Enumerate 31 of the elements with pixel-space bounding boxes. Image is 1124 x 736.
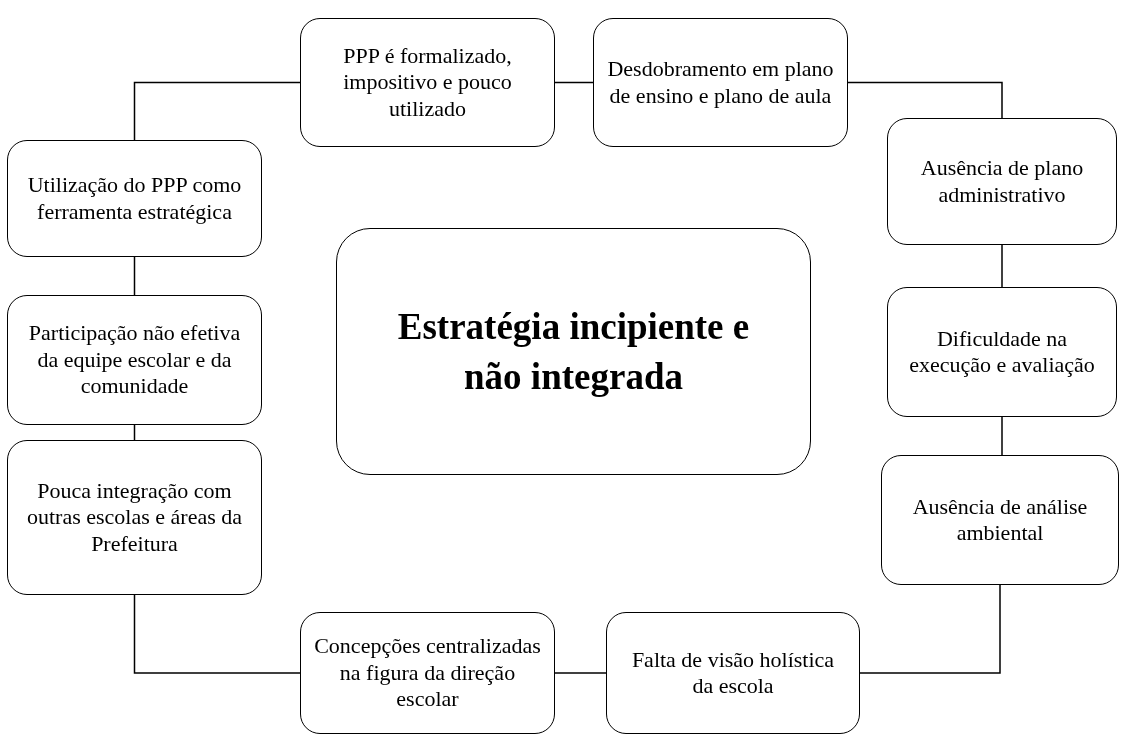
topic-box bbox=[887, 287, 1117, 417]
topic-text: Utilização do PPP como ferramenta estratégica bbox=[26, 172, 243, 225]
connector-line bbox=[133, 594, 301, 674]
topic-box bbox=[887, 118, 1117, 245]
topic-text: Pouca integração com outras escolas e áreas da Prefeitura bbox=[26, 477, 243, 558]
topic-box bbox=[606, 612, 860, 734]
central-title: Estratégia incipiente e não integrada bbox=[396, 304, 751, 399]
connector-line bbox=[1001, 416, 1003, 456]
topic-box bbox=[300, 612, 555, 734]
topic-box bbox=[881, 455, 1119, 585]
connector-line bbox=[847, 81, 1003, 119]
topic-text: PPP é formalizado, impositivo e pouco utilizado bbox=[342, 42, 513, 123]
topic-box bbox=[300, 18, 555, 147]
topic-text: Falta de visão holística da escola bbox=[630, 646, 836, 700]
connector-line bbox=[859, 584, 1001, 674]
topic-text: Participação não efetiva da equipe escolar e da comunidade bbox=[27, 320, 242, 400]
connector-line bbox=[554, 672, 607, 674]
topic-box bbox=[7, 295, 262, 425]
topic-text: Ausência de análise ambiental bbox=[911, 493, 1089, 547]
central-box bbox=[336, 228, 811, 475]
topic-text: Desdobramento em plano de ensino e plano de aula bbox=[606, 56, 835, 109]
topic-text: Ausência de plano administrativo bbox=[919, 155, 1085, 208]
connector-line bbox=[554, 81, 594, 84]
topic-box bbox=[593, 18, 848, 147]
topic-box bbox=[7, 440, 262, 595]
topic-text: Concepções centralizadas na figura da direção escolar bbox=[313, 633, 542, 713]
connector-line bbox=[133, 81, 301, 141]
topic-box bbox=[7, 140, 262, 257]
connector-line bbox=[133, 256, 136, 296]
topic-text: Dificuldade na execução e avaliação bbox=[908, 325, 1096, 379]
connector-line bbox=[1001, 244, 1003, 288]
